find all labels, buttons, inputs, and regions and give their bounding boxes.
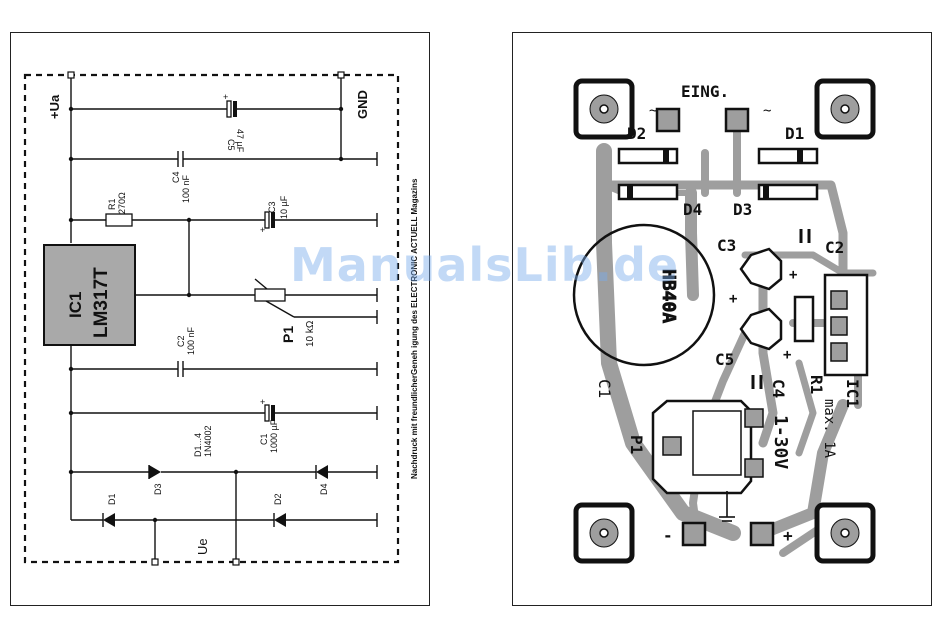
mount-hole-tr	[817, 81, 873, 137]
c4-value: 100 nF	[181, 174, 191, 203]
pcb-c1-label: C1	[595, 379, 614, 398]
r1-label: R1	[107, 198, 117, 210]
pcb-ic1-label: IC1	[843, 379, 862, 408]
pcb-eing-label: EING.	[681, 82, 729, 101]
pcb-plus-label: +	[783, 526, 793, 545]
c1-value: 1000 µF	[269, 419, 279, 453]
svg-text:+: +	[260, 225, 265, 235]
c5-plate-plus	[227, 101, 231, 117]
r1-body	[106, 214, 132, 226]
mount-hole-bl	[576, 505, 632, 561]
ground-arrow-icon	[719, 491, 735, 521]
pcb-r1	[795, 297, 813, 341]
pcb-minus-label: -	[663, 526, 673, 545]
rail-gnd-label: GND	[355, 90, 370, 119]
input-pad-left	[657, 109, 679, 131]
d3-label: D3	[153, 483, 163, 495]
pcb-d1-label: D1	[785, 124, 804, 143]
c3-value: 10 µF	[279, 195, 289, 219]
c2-value: 100 nF	[186, 326, 196, 355]
d4-label: D4	[319, 483, 329, 495]
pcb-maxcur-label: max. 1A	[821, 399, 837, 459]
output-pad-plus	[751, 523, 773, 545]
d2-symbol	[274, 513, 286, 527]
svg-text:+: +	[223, 92, 228, 102]
schematic-panel: + C5 47 µF C4 100 nF + R1 270Ω C3 10 µF …	[10, 32, 430, 606]
c1-label: C1	[259, 433, 269, 445]
mount-hole-br	[817, 505, 873, 561]
c5-label: C5	[226, 139, 236, 151]
d2-label: D2	[273, 493, 283, 505]
c5-plate-minus	[233, 101, 237, 117]
diodes-ref: D1...4	[193, 433, 203, 457]
tilde-left: ~	[649, 103, 657, 119]
d4-symbol	[316, 465, 328, 479]
pcb-c3-label: C3	[717, 236, 736, 255]
ic1-body	[44, 245, 135, 345]
pcb-panel: EING. ~ ~ D2 D1 D4 D3 HB40A C1 C3 C5 + +…	[512, 32, 932, 606]
pcb-d3-label: D3	[733, 200, 752, 219]
d1-label: D1	[107, 493, 117, 505]
rail-plus-label: +Ua	[47, 94, 62, 119]
p1-body	[255, 289, 285, 301]
c5-value: 47 µF	[235, 129, 245, 153]
pcb-d4-label: D4	[683, 200, 702, 219]
pcb-layout: EING. ~ ~ D2 D1 D4 D3 HB40A C1 C3 C5 + +…	[513, 33, 931, 605]
c3-label: C3	[267, 201, 277, 213]
pcb-c4-label: C4	[769, 379, 788, 398]
svg-text:+: +	[260, 397, 265, 407]
pcb-c2-label: C2	[825, 238, 844, 257]
c2-label: C2	[176, 335, 186, 347]
pcb-c4	[753, 375, 761, 389]
pcb-c5	[741, 309, 781, 349]
pcb-c5-label: C5	[715, 350, 734, 369]
ic1-label: IC1	[66, 292, 85, 318]
pcb-d2	[619, 149, 677, 163]
r1-value: 270Ω	[117, 192, 127, 214]
pcb-d3	[759, 185, 817, 199]
output-pad-minus	[683, 523, 705, 545]
d3-symbol	[149, 465, 161, 479]
schematic-diagram: + C5 47 µF C4 100 nF + R1 270Ω C3 10 µF …	[11, 33, 429, 605]
input-label: Ue	[195, 538, 210, 555]
pcb-p1-label: P1	[627, 435, 646, 454]
pcb-c3-plus: +	[789, 267, 797, 283]
ic1-part: LM317T	[91, 267, 112, 338]
p1-label: P1	[280, 326, 296, 343]
p1-value: 10 kΩ	[305, 320, 316, 347]
credit-text: Nachdruck mit freundlicherGeneh igung de…	[410, 178, 419, 479]
diodes-part: 1N4002	[203, 425, 213, 457]
d1-symbol	[103, 513, 115, 527]
pcb-vrange-label: 1-30V	[770, 415, 791, 469]
pcb-c5-plus: +	[783, 347, 791, 363]
mount-hole-tl	[576, 81, 632, 137]
c4-label: C4	[171, 171, 181, 183]
pcb-d2-label: D2	[627, 124, 646, 143]
pcb-d1	[759, 149, 817, 163]
pcb-c3-minus: +	[729, 291, 737, 307]
pcb-c2	[801, 229, 809, 243]
pcb-r1-label: R1	[807, 375, 826, 394]
pcb-board-label: HB40A	[658, 269, 679, 323]
pcb-d4	[619, 185, 677, 199]
input-pad-right	[726, 109, 748, 131]
tilde-right: ~	[763, 103, 771, 119]
